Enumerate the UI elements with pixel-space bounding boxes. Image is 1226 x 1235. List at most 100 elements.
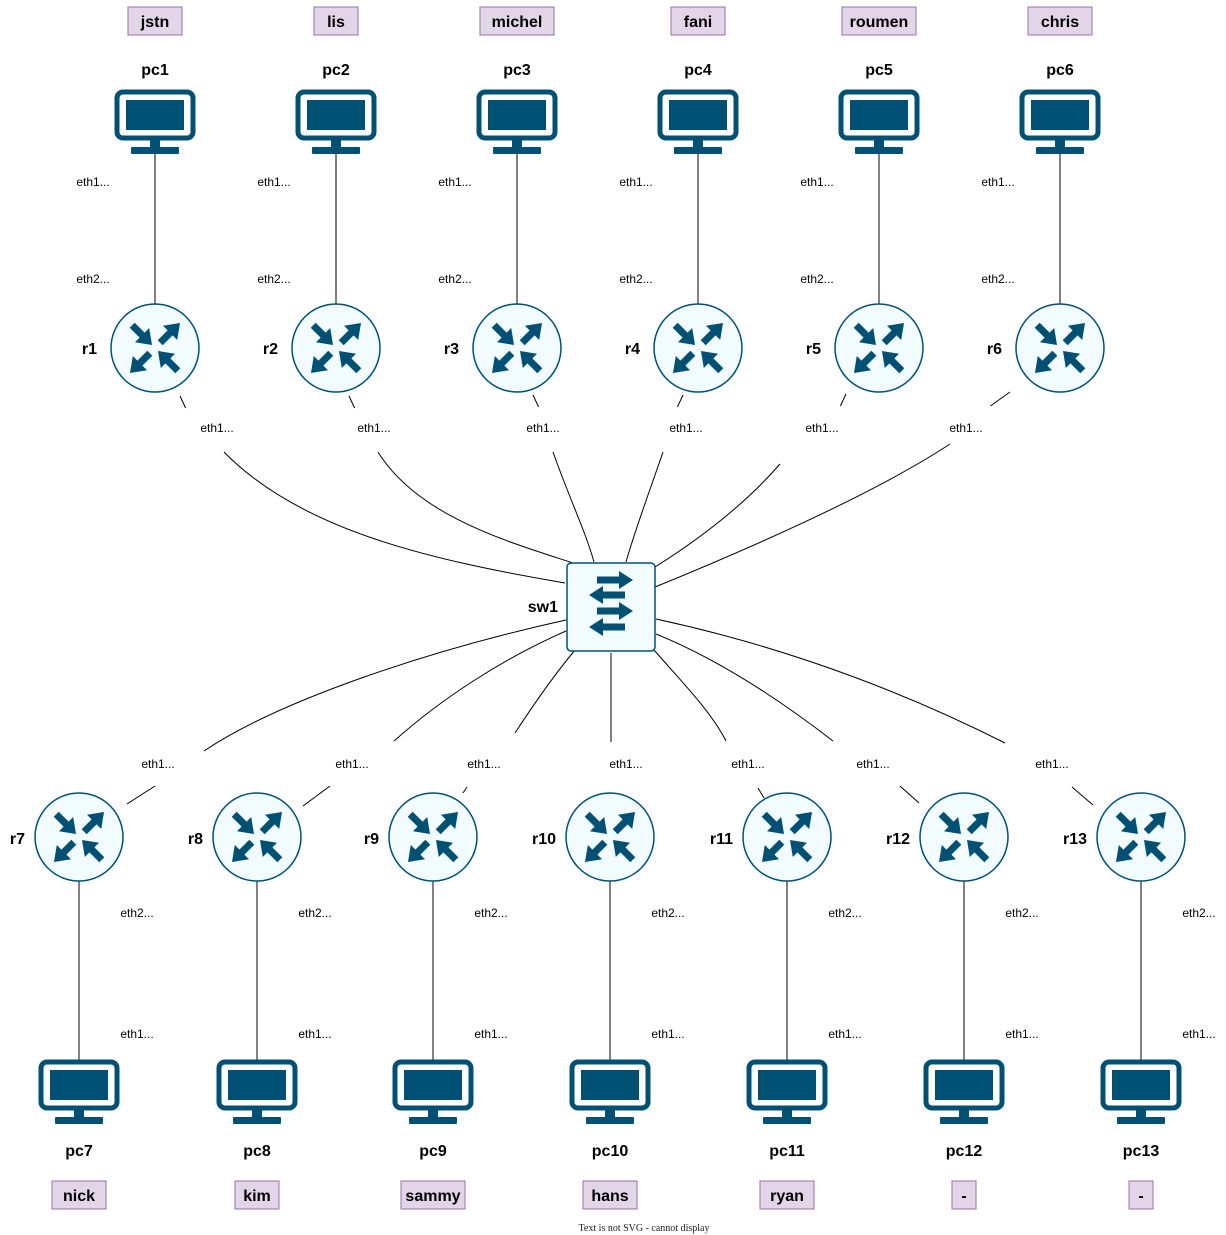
router-r7[interactable] bbox=[34, 792, 124, 882]
switch-router-link-stub bbox=[899, 785, 920, 804]
port-label: eth2... bbox=[651, 906, 684, 920]
router-switch-link-stub bbox=[179, 395, 187, 409]
pc-pc12[interactable] bbox=[923, 1059, 1005, 1124]
port-label: eth1... bbox=[828, 1027, 861, 1041]
user-tag-pc6: chris bbox=[1027, 6, 1093, 36]
port-label: eth1... bbox=[335, 757, 368, 771]
switch-sw1[interactable] bbox=[566, 562, 656, 652]
router-r1[interactable] bbox=[110, 303, 200, 393]
links-layer bbox=[78, 154, 1142, 1060]
router-icon bbox=[388, 792, 478, 882]
pc-pc9[interactable] bbox=[392, 1059, 474, 1124]
switch-router-link bbox=[655, 618, 1006, 744]
monitor-icon bbox=[114, 89, 196, 154]
port-label: eth1... bbox=[257, 175, 290, 189]
switch-router-link-stub bbox=[462, 786, 468, 794]
router-r6[interactable] bbox=[1015, 303, 1105, 393]
router-r2[interactable] bbox=[291, 303, 381, 393]
router-icon bbox=[472, 303, 562, 393]
pc-pc2[interactable] bbox=[295, 89, 377, 154]
port-label: eth1... bbox=[619, 175, 652, 189]
port-label: eth1... bbox=[474, 1027, 507, 1041]
switch-router-link-stub bbox=[302, 785, 331, 807]
router-name: r9 bbox=[364, 831, 379, 848]
router-r3[interactable] bbox=[472, 303, 562, 393]
user-tag-pc12: - bbox=[951, 1180, 977, 1210]
pc-pc5[interactable] bbox=[838, 89, 920, 154]
user-tag-pc5: roumen bbox=[841, 6, 917, 36]
router-r5[interactable] bbox=[834, 303, 924, 393]
pc-pc11[interactable] bbox=[746, 1059, 828, 1124]
pc-pc8[interactable] bbox=[216, 1059, 298, 1124]
router-icon bbox=[1096, 792, 1186, 882]
switch-router-link bbox=[653, 649, 727, 742]
router-r8[interactable] bbox=[212, 792, 302, 882]
user-tag-pc2: lis bbox=[313, 6, 359, 36]
monitor-icon bbox=[1019, 89, 1101, 154]
switch-router-link-stub bbox=[126, 785, 156, 805]
router-switch-link bbox=[625, 451, 664, 563]
user-tag-label: jstn bbox=[140, 14, 169, 31]
switch-router-link bbox=[393, 630, 567, 742]
switch-router-link bbox=[655, 633, 834, 742]
switch-router-link bbox=[203, 619, 567, 752]
router-r9[interactable] bbox=[388, 792, 478, 882]
switch-icon bbox=[566, 562, 656, 652]
pc-pc10[interactable] bbox=[569, 1059, 651, 1124]
pc-name: pc13 bbox=[1123, 1143, 1160, 1160]
port-label: eth1... bbox=[1035, 757, 1068, 771]
user-tag-pc4: fani bbox=[670, 6, 726, 36]
router-switch-link bbox=[552, 451, 595, 563]
router-r11[interactable] bbox=[742, 792, 832, 882]
pc-pc1[interactable] bbox=[114, 89, 196, 154]
monitor-icon bbox=[295, 89, 377, 154]
monitor-icon bbox=[38, 1059, 120, 1124]
port-label: eth1... bbox=[76, 175, 109, 189]
pc-name: pc9 bbox=[419, 1143, 447, 1160]
monitor-icon bbox=[392, 1059, 474, 1124]
port-label: eth1... bbox=[856, 757, 889, 771]
user-tag-pc8: kim bbox=[234, 1180, 280, 1210]
router-switch-link bbox=[654, 443, 951, 588]
router-icon bbox=[919, 792, 1009, 882]
pc-pc7[interactable] bbox=[38, 1059, 120, 1124]
pc-pc13[interactable] bbox=[1100, 1059, 1182, 1124]
port-label: eth1... bbox=[800, 175, 833, 189]
router-icon bbox=[291, 303, 381, 393]
pc-name: pc5 bbox=[865, 62, 893, 79]
router-name: r8 bbox=[188, 831, 203, 848]
pc-pc6[interactable] bbox=[1019, 89, 1101, 154]
user-tag-pc7: nick bbox=[51, 1180, 107, 1210]
user-tag-label: - bbox=[1138, 1188, 1143, 1205]
router-switch-link-stub bbox=[990, 391, 1011, 407]
pc-name: pc4 bbox=[684, 62, 712, 79]
user-tag-pc10: hans bbox=[582, 1180, 638, 1210]
labels-layer: sw1jstnpc1eth1...eth2...r1eth1...lispc2e… bbox=[10, 6, 1216, 1210]
pc-name: pc8 bbox=[243, 1143, 271, 1160]
port-label: eth1... bbox=[141, 757, 174, 771]
port-label: eth1... bbox=[357, 421, 390, 435]
pc-pc4[interactable] bbox=[657, 89, 739, 154]
port-label: eth2... bbox=[828, 906, 861, 920]
router-name: r11 bbox=[710, 831, 733, 848]
pc-pc3[interactable] bbox=[476, 89, 558, 154]
user-tag-label: hans bbox=[591, 1188, 628, 1205]
port-label: eth1... bbox=[467, 757, 500, 771]
router-r4[interactable] bbox=[653, 303, 743, 393]
port-label: eth1... bbox=[1005, 1027, 1038, 1041]
monitor-icon bbox=[746, 1059, 828, 1124]
port-label: eth1... bbox=[1182, 1027, 1215, 1041]
router-r13[interactable] bbox=[1096, 792, 1186, 882]
monitor-icon bbox=[923, 1059, 1005, 1124]
router-switch-link-stub bbox=[676, 394, 684, 408]
pc-name: pc11 bbox=[769, 1143, 805, 1160]
router-r10[interactable] bbox=[565, 792, 655, 882]
router-r12[interactable] bbox=[919, 792, 1009, 882]
router-icon bbox=[565, 792, 655, 882]
pc-name: pc3 bbox=[503, 62, 531, 79]
user-tag-pc1: jstn bbox=[127, 6, 183, 36]
router-switch-link bbox=[377, 451, 583, 567]
pc-name: pc12 bbox=[946, 1143, 983, 1160]
router-switch-link bbox=[223, 451, 566, 584]
port-label: eth2... bbox=[981, 272, 1014, 286]
